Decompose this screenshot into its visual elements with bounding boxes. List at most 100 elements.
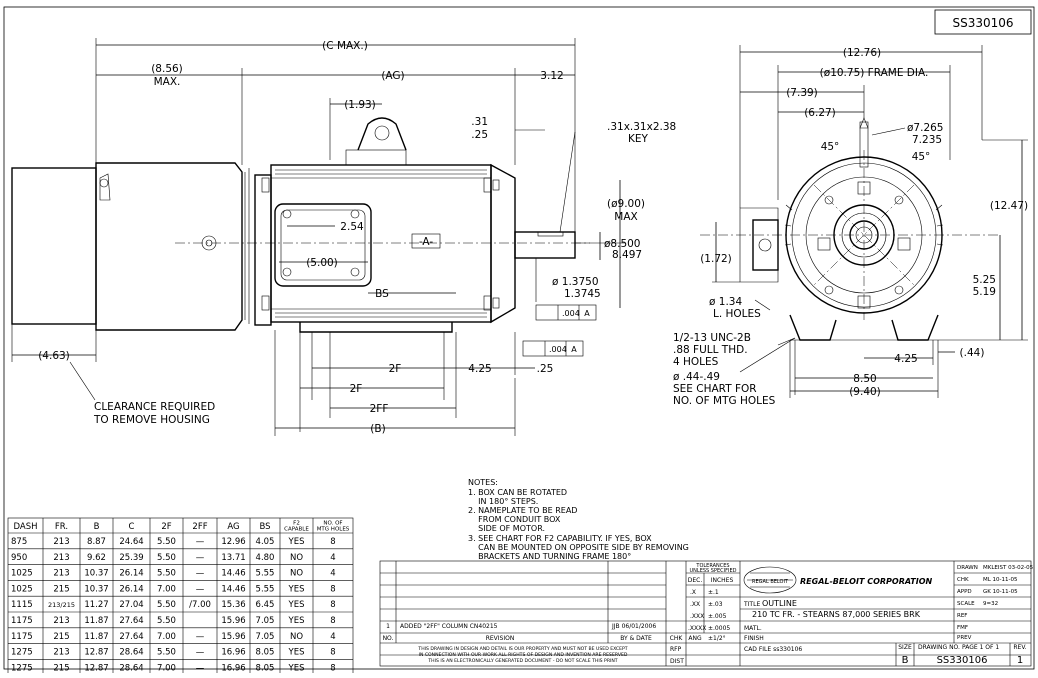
- dash-table-cell: 16.96: [221, 663, 245, 673]
- dash-table-cell: 7.00: [157, 584, 176, 594]
- dash-table-cell: 875: [11, 537, 27, 547]
- note-line: BRACKETS AND TURNING FRAME 180°: [468, 552, 631, 561]
- dash-table-header: BS: [259, 522, 270, 532]
- end-view-dimensions: [712, 45, 1028, 398]
- title-block: [379, 560, 1032, 667]
- dim-0-44: (.44): [960, 347, 985, 359]
- dash-table-cell: YES: [288, 616, 305, 626]
- dim-12-47: (12.47): [990, 200, 1028, 212]
- dim-25: .25: [471, 129, 488, 141]
- mtg-line-2: SEE CHART FOR: [673, 383, 757, 395]
- dim-1-93: (1.93): [344, 99, 376, 111]
- dash-table-cell: YES: [288, 600, 305, 610]
- approval-label: REF: [957, 613, 967, 619]
- tolerances-line-2: UNLESS SPECIFIED: [690, 568, 737, 574]
- cad-file: CAD FILE ss330106: [744, 646, 802, 653]
- approval-value: 9=32: [983, 601, 998, 607]
- tol-row-key: .XX: [690, 601, 700, 608]
- dim-7-39: (7.39): [786, 87, 818, 99]
- dash-table-cell: 12.96: [221, 537, 245, 547]
- inches-label: INCHES: [711, 577, 734, 584]
- approval-value: GK 10-11-05: [983, 589, 1018, 595]
- dash-table-cell: 13.71: [221, 553, 245, 563]
- page-label: PAGE 1 OF 1: [962, 644, 999, 651]
- dash-table-cell: 1025: [11, 584, 33, 594]
- dim-4-63: (4.63): [38, 350, 70, 362]
- dim-1-3750: ø 1.3750: [552, 276, 599, 288]
- dash-table-cell: 15.36: [221, 600, 245, 610]
- dim-7-235: 7.235: [912, 134, 942, 146]
- tol-row-key: .XXX: [690, 613, 704, 620]
- dash-table-cell: 213: [53, 553, 69, 563]
- dash-table-cell: 4: [330, 632, 335, 642]
- dash-table-cell: 11.87: [84, 632, 108, 642]
- size-label: SIZE: [898, 644, 912, 651]
- tol-row-value: ±.03: [708, 601, 723, 608]
- dash-table-cell: YES: [288, 537, 305, 547]
- dash-table-cell: 26.14: [119, 569, 143, 579]
- motor-side-view: [11, 117, 590, 333]
- front-view-labels: (C MAX.) (8.56) MAX. (AG) 3.12 (1.93) .3…: [38, 40, 676, 435]
- dash-table-cell: 213: [53, 569, 69, 579]
- thread-line-3: 4 HOLES: [673, 356, 719, 368]
- dash-table-cell: 11.87: [84, 616, 108, 626]
- tolerances-line-1: TOLERANCES: [695, 563, 729, 569]
- dash-table-cell: 11.27: [84, 600, 108, 610]
- approval-label: PREV: [957, 635, 972, 641]
- dash-table-cell: —: [196, 584, 205, 594]
- dash-table-cell: 215: [53, 584, 69, 594]
- finish-label: FINISH: [744, 635, 764, 642]
- drawing-number: SS330106: [937, 655, 988, 666]
- dash-table-header: DASH: [14, 522, 38, 532]
- dash-table-cell: 5.50: [157, 569, 176, 579]
- dash-table-cell: 213: [53, 648, 69, 658]
- dim-b: (B): [370, 423, 385, 435]
- dash-table-cell: 27.64: [119, 632, 143, 642]
- size-value: B: [902, 655, 909, 666]
- dim-2-54: 2.54: [340, 221, 364, 233]
- dash-table-cell: 27.04: [119, 600, 143, 610]
- note-line: 1. BOX CAN BE ROTATED: [468, 488, 567, 497]
- revision-label: REVISION: [486, 635, 515, 642]
- dash-table-cell: 25.39: [119, 553, 143, 563]
- angle-45-right: 45°: [912, 151, 931, 163]
- motor-end-view: [700, 117, 1000, 341]
- dim-31: .31: [471, 116, 488, 128]
- dash-table-header: FR.: [55, 522, 68, 532]
- dash-table-cell: YES: [288, 584, 305, 594]
- datum-a: -A-: [419, 236, 434, 248]
- tol-row-key: .XXXX: [688, 625, 706, 632]
- title-line-2: 210 TC FR. - STEARNS 87,000 SERIES BRK: [752, 610, 921, 619]
- dash-table-cell: —: [196, 648, 205, 658]
- thread-line-2: .88 FULL THD.: [673, 344, 748, 356]
- title-block-text: 1 ADDED "2FF" COLUMN CN40215 JJB 06/01/2…: [383, 563, 1027, 666]
- dim-0-25: .25: [537, 363, 554, 375]
- dash-table-header: C: [129, 522, 135, 532]
- rev-label: REV.: [1013, 644, 1026, 651]
- approval-label: APPD: [957, 589, 972, 595]
- dim-5-19: 5.19: [973, 286, 996, 298]
- note-line: FROM CONDUIT BOX: [468, 515, 561, 524]
- dash-table-cell: 16.96: [221, 648, 245, 658]
- clearance-line-1: CLEARANCE REQUIRED: [94, 401, 215, 413]
- tol-004-lower: .004: [549, 345, 567, 354]
- dim-8-56: (8.56): [151, 63, 183, 75]
- dash-table-cell: 12.87: [84, 648, 108, 658]
- dash-table-cell: YES: [288, 663, 305, 673]
- rev-text: ADDED "2FF" COLUMN CN40215: [400, 623, 498, 630]
- dash-table-header: B: [94, 522, 100, 532]
- rev-value: 1: [1017, 655, 1023, 666]
- dash-table-cell: 9.62: [87, 553, 106, 563]
- dash-table-cell: 8.05: [256, 663, 275, 673]
- tol-row-value: ±.1: [708, 589, 719, 596]
- ang-label: ANG: [688, 635, 702, 642]
- dash-table-cell: 213: [53, 616, 69, 626]
- dash-table-cell: 1175: [11, 616, 33, 626]
- dash-table-cell: NO: [290, 632, 303, 642]
- dash-table-cell: —: [196, 632, 205, 642]
- dim-8-56-max: MAX.: [154, 76, 181, 88]
- dash-table-cell: —: [196, 553, 205, 563]
- dash-table-cell: —: [196, 663, 205, 673]
